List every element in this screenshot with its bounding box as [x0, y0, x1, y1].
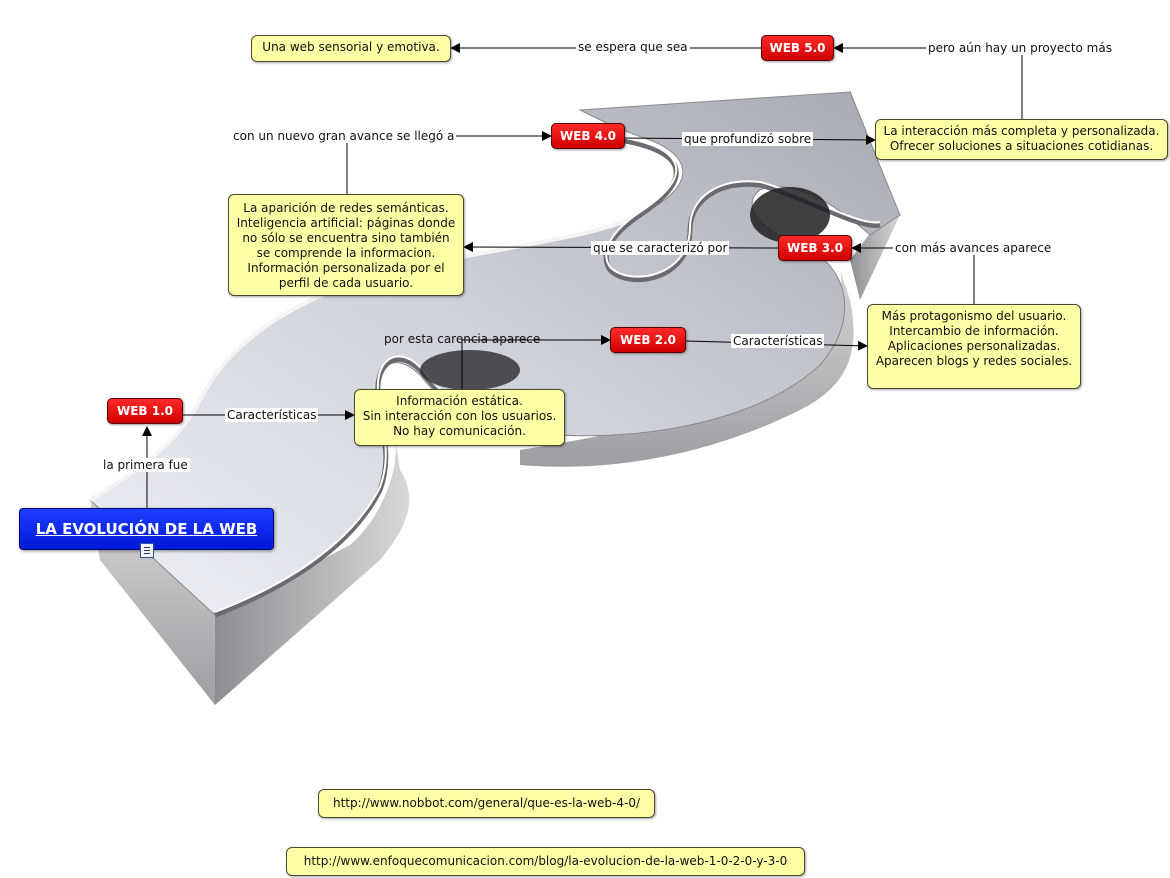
connector-note2-web3 [851, 243, 975, 304]
arrow-rim-left [88, 213, 641, 502]
arrow-shadow-2 [420, 350, 520, 390]
link-label-carencia: por esta carencia aparece [384, 332, 541, 346]
link-label-avances: con más avances aparece [893, 241, 1054, 255]
web-4-0-node[interactable]: WEB 4.0 [551, 123, 625, 149]
link-label-proyecto: pero aún hay un proyecto más [926, 41, 1114, 55]
note-web-1-0[interactable]: Información estática. Sin interacción co… [354, 389, 565, 446]
link-label-caracterizo: que se caracterizó por [591, 241, 730, 255]
url-enfoquecomunicacion[interactable]: http://www.enfoquecomunicacion.com/blog/… [286, 847, 805, 876]
link-label-nuevo-avance: con un nuevo gran avance se llegó a [231, 129, 457, 143]
arrow-shadow-1 [750, 187, 830, 243]
arrow-side-mid [520, 270, 854, 467]
web-1-0-node[interactable]: WEB 1.0 [107, 398, 183, 424]
web-2-0-node[interactable]: WEB 2.0 [610, 327, 686, 353]
arrow-side-bottom [215, 440, 410, 705]
link-label-espera: se espera que sea [576, 40, 690, 54]
arrow-side-left [90, 500, 230, 705]
web-5-0-node[interactable]: WEB 5.0 [761, 35, 834, 61]
connector-note4-web5 [833, 43, 1023, 119]
web-3-0-node[interactable]: WEB 3.0 [778, 235, 852, 261]
link-label-caracteristicas-2: Características [731, 334, 825, 348]
note-web-2-0[interactable]: Más protagonismo del usuario. Intercambi… [867, 304, 1081, 389]
note-web-5-0[interactable]: Una web sensorial y emotiva. [251, 35, 451, 62]
url-nobbot[interactable]: http://www.nobbot.com/general/que-es-la-… [318, 789, 655, 818]
note-web-4-0[interactable]: La interacción más completa y personaliz… [875, 119, 1168, 160]
link-label-caracteristicas-1: Características [225, 408, 319, 422]
link-label-profundizo: que profundizó sobre [682, 132, 814, 146]
link-label-primera: la primera fue [101, 458, 190, 472]
note-icon[interactable] [140, 543, 154, 558]
connector-note1-web2 [461, 335, 611, 389]
connector-note3-web4 [346, 131, 552, 194]
note-web-3-0[interactable]: La aparición de redes semánticas. Inteli… [228, 194, 464, 296]
